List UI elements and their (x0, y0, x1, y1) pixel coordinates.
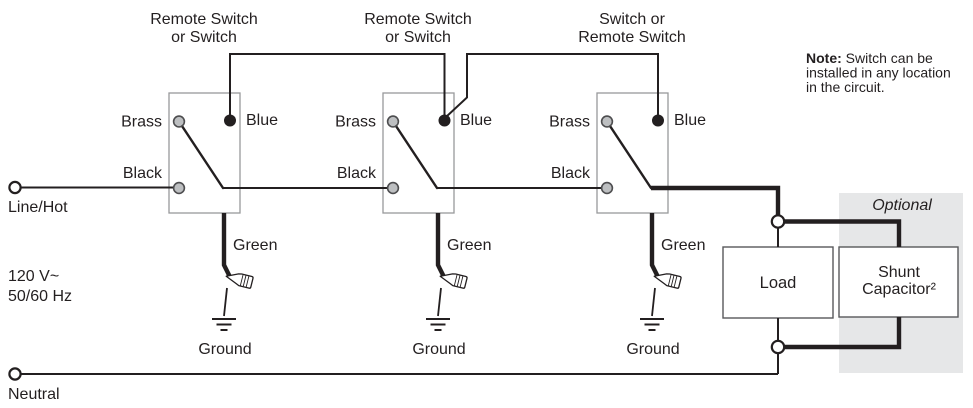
switch2-black-label: Black (337, 165, 377, 182)
switch2-green-label: Green (447, 237, 491, 254)
switch3-black-terminal (600, 181, 614, 195)
switch3-ground-label: Ground (626, 341, 679, 358)
switch1-brass-terminal (172, 115, 186, 128)
switch1-black-terminal (172, 181, 186, 195)
switch3-brass-terminal (600, 115, 614, 128)
load-box (722, 246, 834, 319)
switch1-ground-wire (223, 287, 228, 317)
optional-label: Optional (872, 197, 932, 214)
switch3-title-line1: Switch or (599, 11, 665, 28)
shunt-label-line1: Shunt (878, 264, 920, 281)
neutral-terminal (8, 367, 22, 381)
switch1-wire-nut-icon (225, 273, 254, 289)
switch1-green-wire (221, 213, 232, 278)
switch3-blade (607, 123, 653, 190)
switch2-title-line2: or Switch (385, 29, 451, 46)
switch2-box (382, 92, 455, 214)
switch1-blade (179, 123, 225, 190)
switch1-title-line1: Remote Switch (150, 11, 258, 28)
load-label: Load (760, 274, 797, 292)
switch2-green-wire (435, 213, 446, 278)
switch3-blue-label: Blue (674, 112, 706, 129)
switch2-wire-nut-icon (439, 273, 468, 289)
switch2-blue-terminal (438, 114, 451, 127)
switch3-green-wire (649, 213, 660, 278)
wire-node-to-shunt-top (782, 219, 902, 247)
switch1-green-label: Green (233, 237, 277, 254)
switch1-brass-label: Brass (121, 114, 162, 131)
switch2-brass-label: Brass (335, 114, 376, 131)
junction-node-top (770, 214, 786, 229)
wire-blue-switch2-to-switch3 (445, 53, 659, 118)
line-hot-terminal (8, 180, 22, 195)
voltage-label-line2: 50/60 Hz (8, 288, 72, 305)
junction-node-bottom (770, 339, 786, 355)
note-line1: Note: Switch can be (806, 50, 933, 66)
switch1-blue-label: Blue (246, 112, 278, 129)
switch2-black-terminal (386, 181, 400, 195)
switch2-ground-wire (437, 287, 442, 317)
note-line3: in the circuit. (806, 79, 885, 95)
switch3-wire-nut-icon (653, 273, 682, 289)
shunt-label-line2: Capacitor² (862, 281, 936, 298)
voltage-label-line1: 120 V~ (8, 268, 59, 285)
switch3-title-line2: Remote Switch (578, 29, 686, 46)
switch1-black-label: Black (123, 165, 163, 182)
switch1-title-line2: or Switch (171, 29, 237, 46)
note-bold: Note: (806, 50, 842, 66)
neutral-label: Neutral (8, 386, 60, 403)
switch1-ground-icon (212, 318, 236, 331)
switch2-blade (393, 123, 439, 190)
switch2-ground-label: Ground (412, 341, 465, 358)
note-line1-rest: Switch can be (842, 50, 933, 66)
switch2-blue-label: Blue (460, 112, 492, 129)
switch2-title-line1: Remote Switch (364, 11, 472, 28)
switch3-ground-wire (651, 287, 656, 317)
line-hot-label: Line/Hot (8, 199, 68, 216)
switch1-blue-terminal (224, 114, 236, 127)
switch3-blue-terminal (652, 114, 664, 127)
switch1-ground-label: Ground (198, 341, 251, 358)
wire-blue-switch1-to-switch2 (229, 53, 446, 118)
note-line2: installed in any location (806, 65, 951, 81)
wire-node-to-shunt-bottom (782, 317, 902, 350)
switch3-green-label: Green (661, 237, 705, 254)
switch3-black-label: Black (551, 165, 591, 182)
switch2-brass-terminal (386, 115, 400, 128)
switch3-ground-icon (640, 318, 664, 331)
wire-switch3-to-load (651, 185, 781, 219)
switch3-brass-label: Brass (549, 114, 590, 131)
switch2-ground-icon (426, 318, 450, 331)
